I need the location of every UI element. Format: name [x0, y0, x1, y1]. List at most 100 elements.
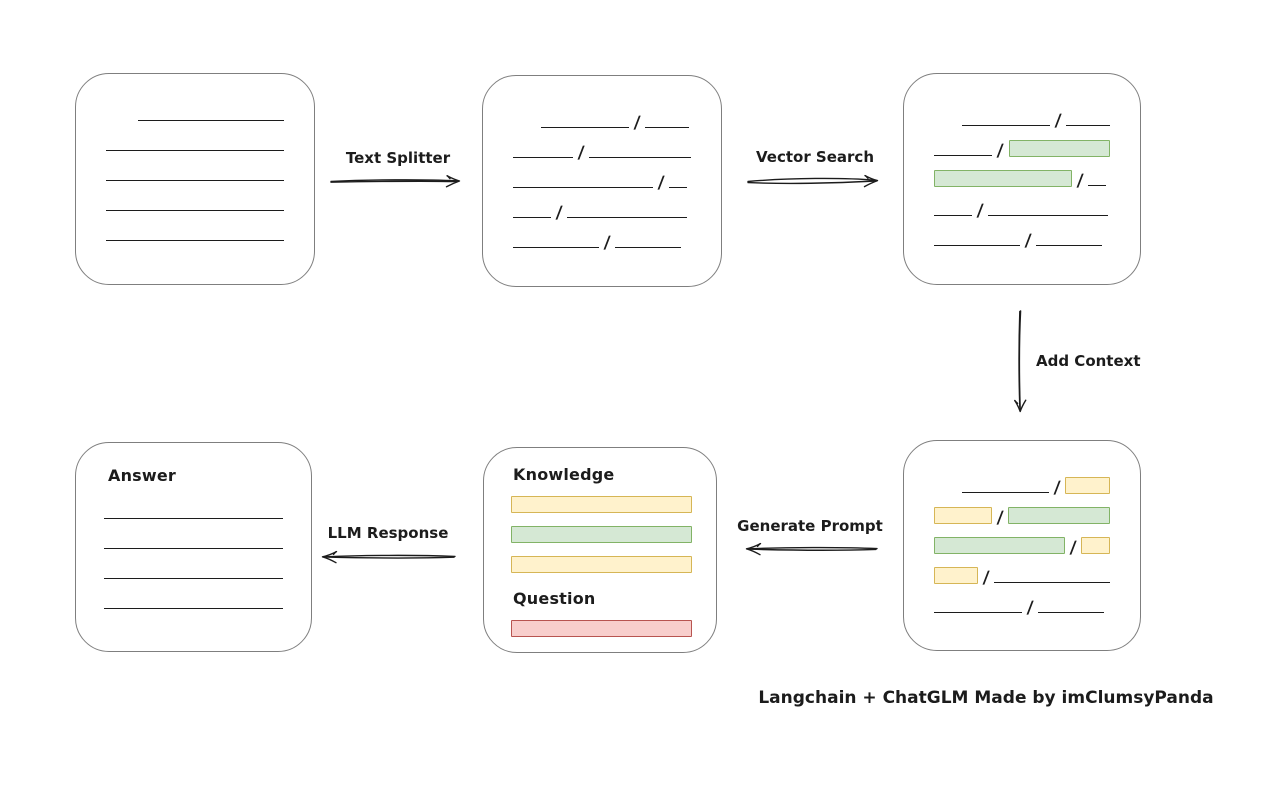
vector-matched-lines: ///// [904, 100, 1140, 251]
slash-separator: / [555, 203, 563, 223]
slash-separator: / [1054, 111, 1062, 131]
slash-separator: / [603, 233, 611, 253]
green-highlight-chip [934, 537, 1066, 554]
question-label: Question [513, 589, 596, 608]
text-line [962, 125, 1050, 126]
slash-separator: / [1069, 538, 1078, 558]
text-line [104, 608, 283, 609]
yellow-highlight-chip [511, 496, 692, 513]
segment-row [106, 95, 284, 125]
yellow-highlight-chip [511, 556, 692, 573]
segment-row: / [934, 527, 1110, 558]
segment-row: / [513, 162, 691, 193]
text-line [1036, 245, 1103, 246]
text-line [1088, 185, 1107, 186]
text-line [589, 157, 691, 158]
text-line [513, 187, 653, 188]
segment-row: / [934, 130, 1110, 161]
slash-separator: / [982, 568, 991, 588]
slash-separator: / [657, 173, 665, 193]
text-line [669, 187, 688, 188]
text-line [513, 217, 551, 218]
generate-prompt-arrow [745, 542, 878, 556]
slash-separator: / [633, 113, 641, 133]
document-lines [76, 95, 314, 245]
segment-row: / [934, 467, 1110, 498]
text-line [106, 210, 284, 211]
context-chunks-box: / / / / / [903, 440, 1141, 651]
text-line [104, 548, 283, 549]
split-chunks-box: / / / / / [482, 75, 722, 287]
segment-row [511, 486, 692, 516]
yellow-highlight-chip [1064, 477, 1110, 494]
slash-separator: / [996, 508, 1004, 528]
segment-row [104, 493, 283, 523]
context-chunk-lines: / / / / / [904, 467, 1140, 618]
text-line [934, 215, 972, 216]
vector-search-label: Vector Search [755, 148, 874, 166]
text-line [541, 127, 629, 128]
segment-row [106, 185, 284, 215]
text-line [104, 518, 283, 519]
segment-row [104, 583, 283, 613]
text-line [1038, 612, 1105, 613]
segment-row: / [934, 220, 1110, 251]
text-line [934, 155, 993, 156]
vector-matched-box: ///// [903, 73, 1141, 285]
green-highlight-chip [1008, 140, 1110, 157]
text-splitter-arrow [330, 175, 461, 188]
slash-separator: / [1052, 478, 1061, 498]
green-highlight-chip [511, 526, 692, 543]
text-line [513, 247, 599, 248]
prompt-box: Knowledge Question [483, 447, 717, 653]
segment-row [106, 215, 284, 245]
vector-search-arrow [747, 174, 879, 188]
footer-credit: Langchain + ChatGLM Made by imClumsyPand… [758, 688, 1214, 708]
text-line [615, 247, 682, 248]
text-line [994, 582, 1110, 583]
slash-separator: / [1026, 598, 1034, 618]
text-line [1066, 125, 1110, 126]
answer-title: Answer [108, 466, 177, 485]
segment-row [511, 516, 692, 546]
segment-row [106, 125, 284, 155]
segment-row [104, 523, 283, 553]
text-line [934, 245, 1020, 246]
text-line [106, 150, 284, 151]
text-line [934, 612, 1022, 613]
text-line [513, 157, 573, 158]
text-line [106, 180, 284, 181]
answer-box: Answer [75, 442, 312, 652]
segment-row: / [934, 557, 1110, 588]
segment-row: / [934, 497, 1110, 528]
segment-row: / [513, 222, 691, 253]
knowledge-label: Knowledge [513, 465, 615, 484]
yellow-highlight-chip [1081, 537, 1110, 554]
slash-separator: / [996, 141, 1005, 161]
text-line [962, 492, 1049, 493]
text-line [106, 240, 284, 241]
segment-row [511, 546, 692, 576]
text-line [138, 120, 284, 121]
yellow-highlight-chip [934, 567, 979, 584]
document-box [75, 73, 315, 285]
answer-lines [104, 493, 283, 613]
green-highlight-chip [934, 170, 1072, 187]
split-chunk-lines: / / / / / [483, 102, 721, 253]
add-context-arrow [1014, 310, 1027, 413]
generate-prompt-label: Generate Prompt [737, 517, 883, 535]
slash-separator: / [577, 143, 585, 163]
segment-row: / [934, 160, 1110, 191]
text-splitter-label: Text Splitter [345, 149, 451, 167]
yellow-highlight-chip [934, 507, 992, 524]
segment-row: / [934, 100, 1110, 131]
segment-row: / [934, 587, 1110, 618]
llm-response-arrow [321, 550, 456, 564]
question-bar [511, 610, 692, 640]
green-highlight-chip [1008, 507, 1110, 524]
segment-row [106, 155, 284, 185]
text-line [104, 578, 283, 579]
knowledge-bars [511, 486, 692, 576]
slash-separator: / [976, 201, 984, 221]
